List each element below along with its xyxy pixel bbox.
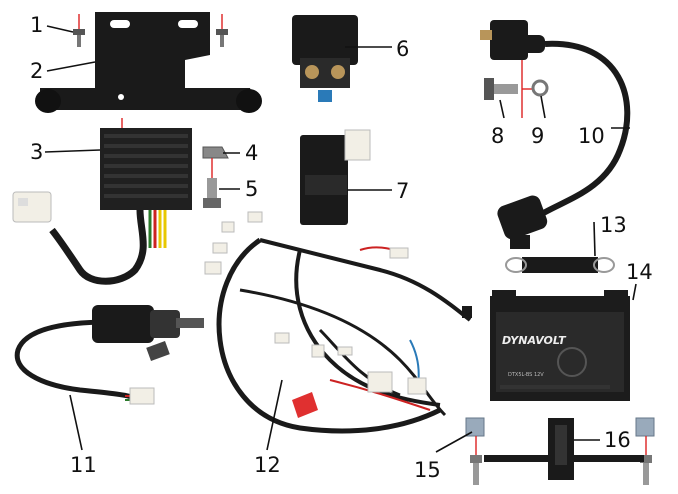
callout-15: 15 xyxy=(414,458,441,482)
callout-16: 16 xyxy=(604,428,631,452)
callout-8: 8 xyxy=(491,124,504,148)
callout-1: 1 xyxy=(30,13,43,37)
part-10-ignition-coil xyxy=(480,20,631,249)
part-3-regulator xyxy=(12,118,192,285)
callout-numbers: 1 2 3 4 5 6 7 8 9 10 11 12 13 14 15 16 xyxy=(30,13,653,482)
callout-12: 12 xyxy=(254,453,281,477)
callout-10: 10 xyxy=(578,124,605,148)
part-5-bolt xyxy=(203,178,221,208)
part-11-key-switch xyxy=(14,305,204,405)
part-4-nut xyxy=(202,146,229,178)
part-12-wiring-harness xyxy=(204,211,472,434)
callout-2: 2 xyxy=(30,59,43,83)
battery-brand-label: DYNAVOLT xyxy=(502,334,567,347)
part-8-bolt xyxy=(484,50,533,118)
part-16-battery-bracket xyxy=(484,418,644,480)
part-7-cdi xyxy=(300,129,371,225)
part-15-clip-nuts xyxy=(465,417,655,485)
callout-14: 14 xyxy=(626,260,653,284)
part-6-relay xyxy=(292,15,358,102)
callout-7: 7 xyxy=(396,179,409,203)
leader-lines xyxy=(44,25,637,453)
callout-11: 11 xyxy=(70,453,97,477)
part-2-bracket xyxy=(35,12,262,113)
callout-13: 13 xyxy=(600,213,627,237)
callout-4: 4 xyxy=(245,141,258,165)
part-1-bolts xyxy=(73,14,228,47)
callout-3: 3 xyxy=(30,140,43,164)
part-13-battery-strap xyxy=(505,257,615,273)
part-9-washer xyxy=(531,79,549,97)
callout-9: 9 xyxy=(531,124,544,148)
battery-model-label: DTX5L-BS 12V xyxy=(508,372,544,378)
callout-5: 5 xyxy=(245,177,258,201)
callout-6: 6 xyxy=(396,37,409,61)
part-14-battery xyxy=(490,290,630,401)
